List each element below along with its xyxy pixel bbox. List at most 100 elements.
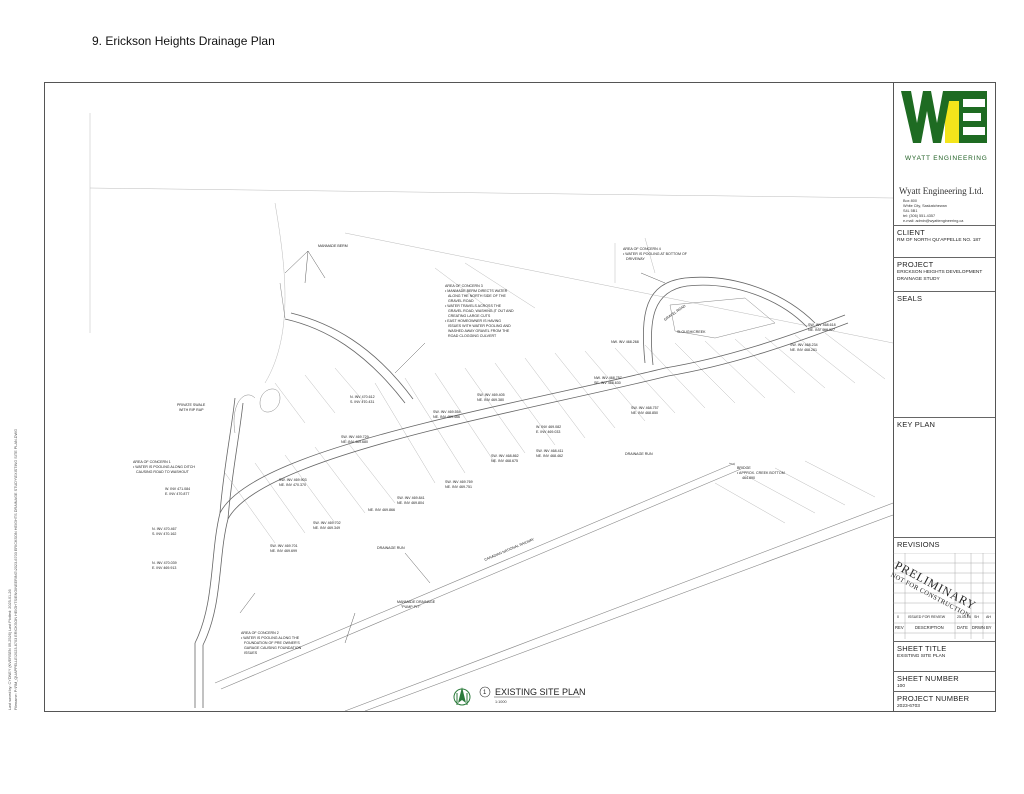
- inv-w-471-084: W. INV 471.084: [165, 487, 190, 491]
- client-header: CLIENT: [897, 228, 925, 237]
- label-drainage-run-1: DRAINAGE RUN: [625, 452, 653, 456]
- inv-sw-468-757: SW. INV 468.757: [631, 406, 659, 410]
- inv-n-470-467: N. INV 470.467: [152, 527, 177, 531]
- project-number-header: PROJECT NUMBER: [897, 694, 970, 703]
- inv-ne-468-675: NE. INV 468.675: [491, 459, 518, 463]
- inv-sw-469-405: SW. INV 469.405: [477, 393, 505, 397]
- site-plan-svg: MANMADE BERM AREA OF CONCERN 3 • MANMADE…: [89, 113, 893, 711]
- sheet-title-header: SHEET TITLE: [897, 644, 947, 653]
- railway-lines: [214, 462, 893, 711]
- title-block: WYATT ENGINEERING Wyatt Engineering Ltd.…: [889, 83, 995, 712]
- inv-sw-468-411: SW. INV 468.411: [536, 449, 563, 453]
- aoc3-line-9: WASHED AWAY GRAVEL FROM THE: [448, 329, 510, 333]
- label-manmade-berm: MANMADE BERM: [318, 244, 348, 248]
- berm-and-slough: [233, 282, 776, 434]
- project-line-1: ERICKSON HEIGHTS DEVELOPMENT: [897, 270, 983, 275]
- revisions-grid: [893, 552, 995, 639]
- label-gravel-road: GRAVEL ROAD: [663, 304, 687, 322]
- inv-nw-468-757: NW. INV 468.757: [594, 376, 622, 380]
- area-of-concern-2-note: AREA OF CONCERN 2 • WATER IS POOLING ALO…: [241, 631, 302, 655]
- inv-ne-468-027: NE. INV 468.027: [808, 328, 835, 332]
- logo-e-gap-2: [963, 113, 981, 121]
- inv-s-470-431: S. INV 470.431: [350, 400, 374, 404]
- logo-e-gap-1: [963, 99, 985, 107]
- site-plan-drawing: MANMADE BERM AREA OF CONCERN 3 • MANMADE…: [45, 83, 894, 711]
- aoc4-title: AREA OF CONCERN 4: [623, 247, 661, 251]
- address-line-4: tel: (306) 551-4357: [903, 213, 936, 218]
- inv-s-470-162: S. INV 470.162: [152, 532, 176, 536]
- plan-title: EXISTING SITE PLAN: [495, 687, 586, 697]
- inv-ne-469-466: NE. INV 469.466: [433, 415, 460, 419]
- aoc4-line-2: DRIVEWAY: [626, 257, 645, 261]
- inv-ne-470-370: NE. INV 470.370: [279, 483, 306, 487]
- inv-ne-469-699: NE. INV 469.699: [270, 549, 297, 553]
- inv-e-469-913: E. INV 469.913: [152, 566, 176, 570]
- address-line-1: Box 800: [903, 199, 917, 203]
- project-number-section: PROJECT NUMBER 2023-6703: [893, 691, 995, 712]
- aoc2-line-2: FOUNDATION OF PRE OWNER'S: [244, 641, 300, 645]
- drawing-sheet: MANMADE BERM AREA OF CONCERN 3 • MANMADE…: [44, 82, 996, 712]
- file-info-line-2: Filename: P:\RM_QUAPPELLE\2023-6703 ERIC…: [14, 428, 18, 710]
- inv-n-470-612: N. INV 470.612: [350, 395, 375, 399]
- key-plan-section: KEY PLAN: [893, 417, 995, 538]
- area-of-concern-3-note: AREA OF CONCERN 3 • MANMADE BERM DIRECTS…: [445, 284, 514, 338]
- label-manmade-drainage-1: MANMADE DRAINAGE: [397, 600, 436, 604]
- aoc1-line-2: CAUSING ROAD TO WASHOUT: [136, 470, 190, 474]
- company-logo: [901, 91, 989, 149]
- bridge-line-2: • APPROX. CREEK BOTTOM: [737, 471, 785, 475]
- bridge-line-3: 464.890: [742, 476, 755, 480]
- aoc3-line-2: ALONG THE NORTH SIDE OF THE: [448, 294, 507, 298]
- aoc3-line-10: ROAD CLOGGING CULVERT: [448, 334, 497, 338]
- sheet-title-section: SHEET TITLE EXISTING SITE PLAN: [893, 641, 995, 672]
- revisions-section: REVISIONS: [893, 537, 995, 642]
- revision-drwn: SH: [974, 615, 979, 619]
- inv-sw-468-862: SW. INV 468.862: [491, 454, 519, 458]
- sheet-title-value: EXISTING SITE PLAN: [897, 654, 946, 659]
- inv-sw-469-554: SW. INV 469.554: [433, 410, 461, 414]
- aoc2-line-1: • WATER IS POOLING ALONG THE: [241, 636, 300, 640]
- address-line-5: e-mail: admin@wyattengineering.ca: [903, 218, 964, 223]
- page-title: 9. Erickson Heights Drainage Plan: [92, 34, 275, 48]
- seals-section: SEALS PRELIMINARY NOT FOR CONSTRUCTION: [889, 291, 995, 619]
- inv-sw-469-903: SW. INV 469.903: [279, 478, 307, 482]
- revision-description: ISSUED FOR REVIEW: [908, 615, 946, 619]
- logo-w-glyph: [901, 91, 951, 143]
- revision-by: AH: [986, 615, 991, 619]
- sheet-number-section: SHEET NUMBER 100: [893, 671, 995, 692]
- revision-date: 25.05.26: [957, 615, 971, 619]
- key-plan-header: KEY PLAN: [897, 420, 936, 429]
- inv-w-469-082: W. INV 469.082: [536, 425, 561, 429]
- company-address: Box 800 White City, Saskatchewan S4L 5B1…: [899, 199, 963, 224]
- revisions-table: 0 ISSUED FOR REVIEW 25.05.26 SH AH REV D…: [893, 552, 995, 639]
- bridge-line-1: BRIDGE: [737, 466, 751, 470]
- revision-rev: 0: [897, 615, 899, 619]
- revision-col-description: DESCRIPTION: [915, 625, 944, 630]
- inv-ne-468-462: NE. INV 468.462: [536, 454, 563, 458]
- sheet-number-value: 100: [897, 684, 906, 689]
- inv-e-470-877: E. INV 470.877: [165, 492, 189, 496]
- north-arrow-icon: [453, 687, 471, 706]
- aoc3-line-8: ISSUES WITH WATER POOLING AND: [448, 324, 511, 328]
- inv-sw-469-841: SW. INV 469.841: [397, 496, 425, 500]
- inv-sw-469-701: SW. INV 469.701: [270, 544, 298, 548]
- aoc4-line-1: • WATER IS POOLING AT BOTTOM OF: [623, 252, 688, 256]
- revision-col-rev: REV: [895, 625, 904, 630]
- aoc1-line-1: • WATER IS POOLING ALONG DITCH: [133, 465, 195, 469]
- aoc3-title: AREA OF CONCERN 3: [445, 284, 483, 288]
- inv-sw-468-234: SW. INV 468.234: [790, 343, 818, 347]
- inv-e-469-033: E. INV 469.033: [536, 430, 560, 434]
- plan-number: 1: [483, 690, 487, 696]
- bridge-note: BRIDGE • APPROX. CREEK BOTTOM 464.890: [737, 466, 785, 480]
- inv-ne-469-751: NE. INV 469.751: [445, 485, 472, 489]
- file-info-text: Last saved by: CYDNEY (KVERSEN 09-2526) …: [8, 429, 20, 710]
- address-line-3: S4L 5B1: [903, 208, 918, 213]
- inv-sw-468-618: SW. INV 468.618: [808, 323, 836, 327]
- aoc3-line-1: • MANMADE BERM DIRECTS WATER: [445, 289, 508, 293]
- project-line-2: DRAINAGE STUDY: [897, 276, 940, 282]
- aoc2-title: AREA OF CONCERN 2: [241, 631, 279, 635]
- inv-sw-469-729: SW. INV 469.729: [341, 435, 369, 439]
- inv-ne-469-804: NE. INV 469.804: [397, 501, 424, 505]
- aoc2-line-4: ISSUES: [244, 651, 258, 655]
- inv-sw-469-769: SW. INV 469.769: [445, 480, 473, 484]
- label-private-swale-2: WITH RIP RAP: [179, 408, 204, 412]
